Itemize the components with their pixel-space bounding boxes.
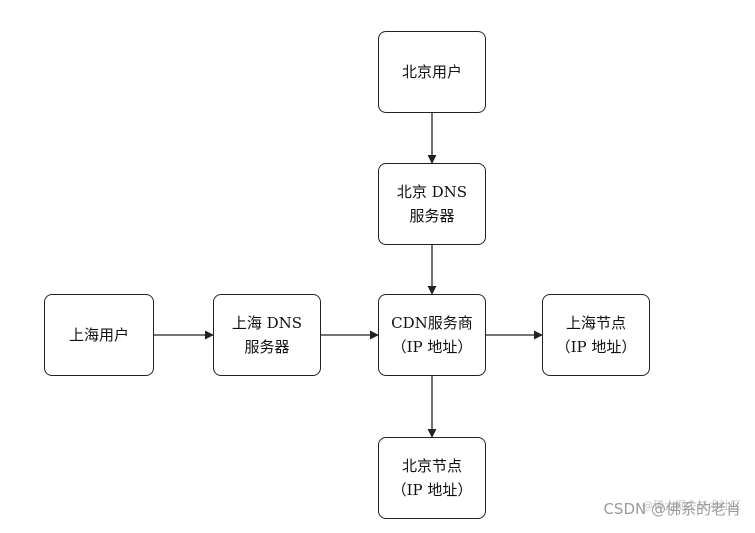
node-shanghai-dns-line1: 上海 DNS [231, 314, 303, 332]
node-beijing-dns-line2: 服务器 [409, 207, 455, 225]
node-shanghai-user-label: 上海用户 [68, 326, 129, 344]
node-beijing-node-line2: （IP 地址） [391, 481, 473, 499]
node-shanghai-node-line1: 上海节点 [565, 314, 626, 332]
node-cdn-provider: CDN服务商 （IP 地址） [378, 294, 486, 376]
node-beijing-node: 北京节点 （IP 地址） [378, 437, 486, 519]
node-shanghai-node: 上海节点 （IP 地址） [542, 294, 650, 376]
node-shanghai-dns: 上海 DNS 服务器 [213, 294, 321, 376]
node-shanghai-user: 上海用户 [44, 294, 154, 376]
node-beijing-node-line1: 北京节点 [401, 457, 462, 475]
node-cdn-line2: （IP 地址） [391, 338, 473, 356]
node-shanghai-node-line2: （IP 地址） [555, 338, 637, 356]
node-beijing-user-label: 北京用户 [401, 63, 462, 81]
node-beijing-user: 北京用户 [378, 31, 486, 113]
watermark: CSDN @佛系的老肖 [603, 500, 741, 518]
node-cdn-line1: CDN服务商 [391, 314, 473, 332]
node-beijing-dns-line1: 北京 DNS [396, 183, 468, 201]
watermark-ghost: @稀土掘金技术社区 [642, 499, 741, 512]
node-shanghai-dns-line2: 服务器 [244, 338, 290, 356]
node-beijing-dns: 北京 DNS 服务器 [378, 163, 486, 245]
